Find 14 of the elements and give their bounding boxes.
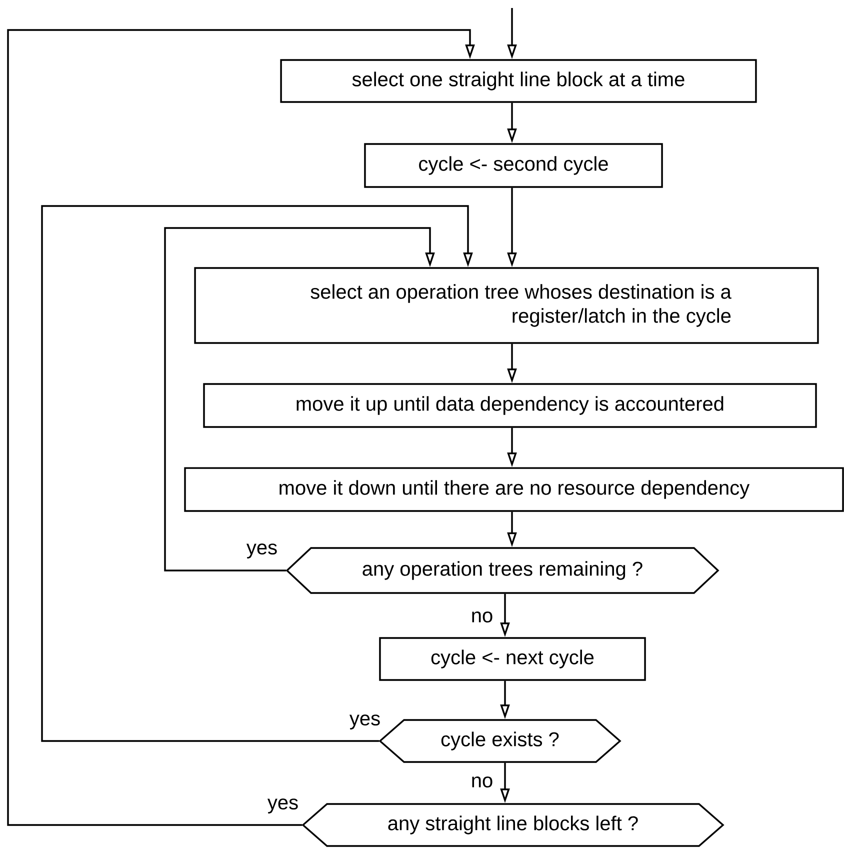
edge-label: yes [267,798,298,814]
process-box: select one straight line block at a time [280,59,757,103]
arrow [7,29,475,826]
process-box: select an operation tree whoses destination is a register/latch in the cycle [194,267,819,344]
arrow [164,227,435,572]
process-box: move it down until there are no resource dependency [184,467,844,512]
edge-label: no [472,612,492,622]
process-box: move it up until data dependency is accountered [203,383,817,428]
edge-label: yes [246,544,277,558]
arrow [41,205,473,742]
process-box: cycle <- next cycle [379,637,646,681]
edge-label: no [472,776,492,788]
edge-label: yes [349,714,380,730]
process-box: cycle <- second cycle [364,143,663,188]
